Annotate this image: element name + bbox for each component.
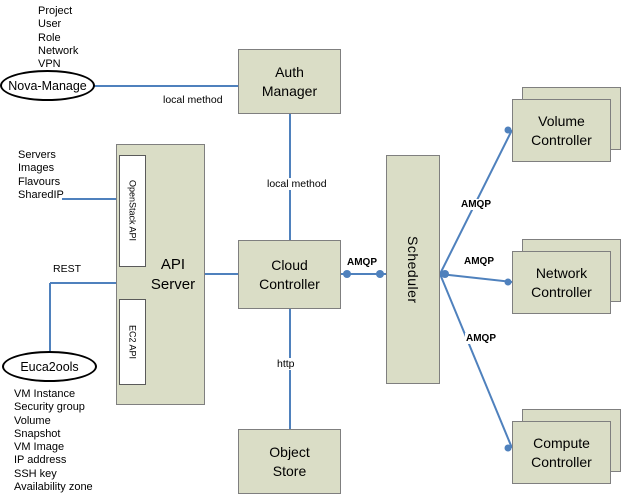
list-item: Images — [18, 162, 55, 175]
node-label: Cloud Controller — [259, 257, 320, 292]
edge-label-local-method: local method — [162, 94, 224, 106]
junction-dot — [376, 270, 384, 278]
node-ec2-api: EC2 API — [119, 299, 146, 385]
nova-manage-command-list: Project User Role Network VPN — [38, 5, 78, 71]
node-label: Compute Controller — [531, 435, 592, 470]
node-scheduler: Scheduler — [386, 155, 440, 384]
edge-label-rest: REST — [52, 263, 83, 275]
node-volume-controller: Volume Controller — [512, 87, 622, 163]
node-label: EC2 API — [127, 324, 138, 360]
list-item: Project — [38, 5, 73, 17]
list-item: Availability zone — [14, 481, 93, 494]
node-label: OpenStack API — [127, 180, 138, 242]
node-label: Volume Controller — [531, 113, 592, 148]
list-item: VM Instance — [14, 388, 76, 400]
list-item: Role — [38, 31, 61, 44]
junction-dot — [343, 270, 351, 278]
edge-scheduler-network — [439, 273, 513, 283]
list-item: Flavours — [18, 175, 61, 188]
list-item: VM Image — [14, 441, 65, 454]
junction-dot — [504, 278, 512, 286]
node-network-controller-front: Network Controller — [512, 251, 611, 314]
junction-dot — [504, 444, 512, 452]
node-cloud-controller: Cloud Controller — [238, 240, 341, 309]
node-auth-manager: Auth Manager — [238, 49, 341, 114]
node-label: Euca2ools — [20, 359, 79, 374]
junction-dot — [504, 126, 512, 134]
list-item: SharedIP — [18, 188, 64, 201]
edge-label-amqp: AMQP — [463, 256, 495, 267]
edge-label-amqp: AMQP — [460, 199, 492, 210]
list-item: User — [38, 18, 62, 31]
node-label: Nova-Manage — [8, 78, 87, 93]
list-item: Volume — [14, 414, 51, 427]
node-label: Scheduler — [405, 235, 421, 304]
node-compute-controller-front: Compute Controller — [512, 421, 611, 484]
list-item: VPN — [38, 58, 61, 71]
euca2ools-resource-list: VM Instance Security group Volume Snapsh… — [14, 388, 93, 494]
node-openstack-api: OpenStack API — [119, 155, 146, 267]
list-item: Network — [38, 44, 79, 57]
list-item: Security group — [14, 401, 85, 414]
junction-dot — [441, 270, 449, 278]
edge-label-amqp: AMQP — [346, 257, 378, 268]
node-euca2ools: Euca2ools — [2, 351, 97, 382]
list-item: SSH key — [14, 467, 57, 480]
list-item: Snapshot — [14, 427, 61, 440]
node-object-store: Object Store — [238, 429, 341, 494]
edge-label-amqp: AMQP — [465, 333, 497, 344]
node-label: Auth Manager — [261, 64, 318, 99]
edge-scheduler-compute — [439, 273, 513, 449]
node-nova-manage: Nova-Manage — [0, 70, 95, 101]
list-item: Servers — [18, 149, 56, 161]
api-resource-list: Servers Images Flavours SharedIP — [18, 149, 64, 202]
edge-label-local-method: local method — [266, 178, 328, 190]
node-volume-controller-front: Volume Controller — [512, 99, 611, 162]
node-compute-controller: Compute Controller — [512, 409, 622, 485]
node-label: API Server — [150, 256, 196, 293]
node-network-controller: Network Controller — [512, 239, 622, 315]
edge-label-http: http — [276, 358, 296, 370]
node-label: Network Controller — [531, 265, 592, 300]
node-label: Object Store — [269, 444, 310, 479]
list-item: IP address — [14, 454, 67, 467]
